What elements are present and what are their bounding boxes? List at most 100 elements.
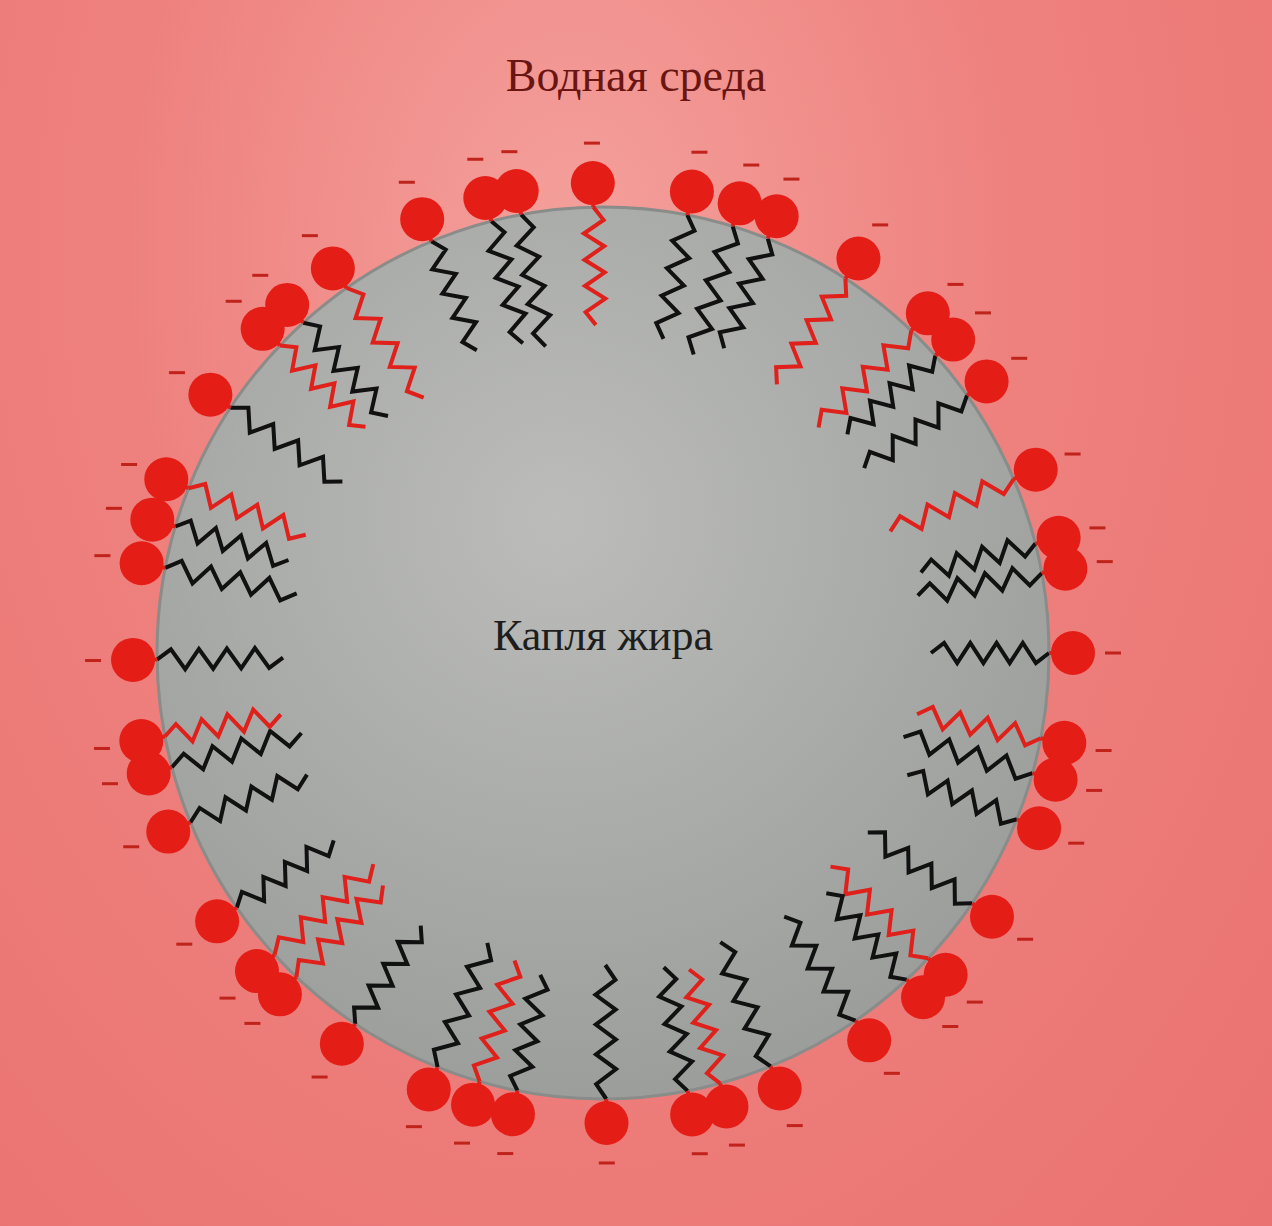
minus-charge	[252, 274, 268, 277]
hydrocarbon-tail	[686, 970, 723, 1084]
minus-charge	[692, 1152, 708, 1155]
polar-head	[120, 541, 164, 585]
polar-head	[755, 194, 799, 238]
hydrocarbon-tail	[596, 965, 617, 1099]
minus-charge	[102, 782, 118, 785]
hydrocarbon-tail	[890, 479, 1013, 531]
hydrocarbon-tail	[921, 540, 1035, 576]
polar-head	[407, 1068, 451, 1112]
polar-head	[670, 1092, 714, 1136]
hydrocarbon-tail	[474, 961, 520, 1082]
hydrocarbon-tail	[917, 707, 1041, 745]
hydrocarbon-tail	[784, 917, 855, 1021]
polar-head	[1043, 547, 1087, 591]
droplet-outline	[157, 207, 1049, 1099]
hydrocarbon-tail	[776, 279, 846, 385]
hydrocarbon-tail	[347, 288, 424, 398]
polar-head	[111, 638, 155, 682]
minus-charge	[691, 151, 707, 154]
minus-charge	[106, 507, 122, 510]
hydrocarbon-tail	[175, 521, 288, 566]
polar-head	[901, 975, 945, 1019]
minus-charge	[729, 1144, 745, 1147]
minus-charge	[947, 283, 963, 286]
hydrocarbon-tail	[907, 771, 1017, 824]
minus-charge	[85, 659, 101, 662]
minus-charge	[872, 223, 888, 226]
minus-charge	[406, 1125, 422, 1128]
polar-head	[1051, 631, 1095, 675]
minus-charge	[169, 371, 185, 374]
polar-head	[758, 1067, 802, 1111]
hydrocarbon-tail	[165, 710, 281, 742]
droplet-label: Капля жира	[493, 610, 713, 661]
minus-charge	[975, 311, 991, 314]
hydrocarbon-tail	[354, 926, 422, 1024]
hydrocarbon-tail	[659, 967, 692, 1091]
minus-charge	[1105, 652, 1121, 655]
polar-head	[491, 1092, 535, 1136]
minus-charge	[1089, 526, 1105, 529]
minus-charge	[1097, 560, 1113, 563]
polar-head	[931, 318, 975, 362]
polar-head	[130, 498, 174, 542]
polar-head	[195, 899, 239, 943]
hydrocarbon-tail	[165, 561, 297, 601]
hydrocarbon-tail	[868, 832, 972, 904]
hydrocarbon-tail	[517, 215, 550, 347]
minus-charge	[942, 1025, 958, 1028]
polar-head	[1014, 448, 1058, 492]
minus-charge	[176, 943, 192, 946]
hydrocarbon-tail	[157, 648, 283, 669]
minus-charge	[1068, 842, 1084, 845]
minus-charge	[783, 178, 799, 181]
hydrocarbon-tail	[720, 942, 770, 1066]
polar-head	[847, 1018, 891, 1062]
minus-charge	[743, 164, 759, 167]
hydrocarbon-tail	[275, 864, 374, 955]
minus-charge	[226, 300, 242, 303]
polar-head	[311, 246, 355, 290]
polar-head	[320, 1022, 364, 1066]
hydrocarbon-tail	[656, 215, 694, 339]
polar-head	[571, 161, 615, 205]
minus-charge	[244, 1022, 260, 1025]
minus-charge	[599, 1161, 615, 1164]
polar-head	[146, 810, 190, 854]
polar-head	[1034, 758, 1078, 802]
minus-charge	[497, 1152, 513, 1155]
polar-head	[585, 1101, 629, 1145]
minus-charge	[123, 845, 139, 848]
minus-charge	[584, 142, 600, 145]
hydrocarbon-tail	[831, 867, 929, 959]
hydrocarbon-tail	[237, 840, 334, 907]
hydrocarbon-tail	[510, 975, 547, 1091]
polar-head	[144, 457, 188, 501]
hydrocarbon-tail	[826, 893, 906, 979]
fat-droplet: Капля жира	[155, 205, 1051, 1101]
hydrocarbon-tail	[431, 241, 476, 350]
minus-charge	[884, 1072, 900, 1075]
polar-head	[836, 236, 880, 280]
hydrocarbon-tail	[931, 643, 1049, 663]
polar-head	[965, 359, 1009, 403]
hydrocarbon-tail	[864, 395, 967, 468]
polar-head	[235, 949, 279, 993]
minus-charge	[94, 554, 110, 557]
minus-charge	[787, 1124, 803, 1127]
minus-charge	[501, 150, 517, 153]
hydrocarbon-tail	[918, 568, 1042, 600]
polar-head	[451, 1083, 495, 1127]
hydrocarbon-tail	[434, 943, 491, 1067]
polar-head	[188, 373, 232, 417]
region-label: Водная среда	[506, 49, 767, 102]
polar-head	[265, 283, 309, 327]
hydrocarbon-tail	[584, 207, 605, 325]
minus-charge	[1086, 789, 1102, 792]
minus-charge	[1017, 938, 1033, 941]
hydrocarbon-tail	[720, 239, 773, 349]
minus-charge	[220, 997, 236, 1000]
minus-charge	[1065, 453, 1081, 456]
